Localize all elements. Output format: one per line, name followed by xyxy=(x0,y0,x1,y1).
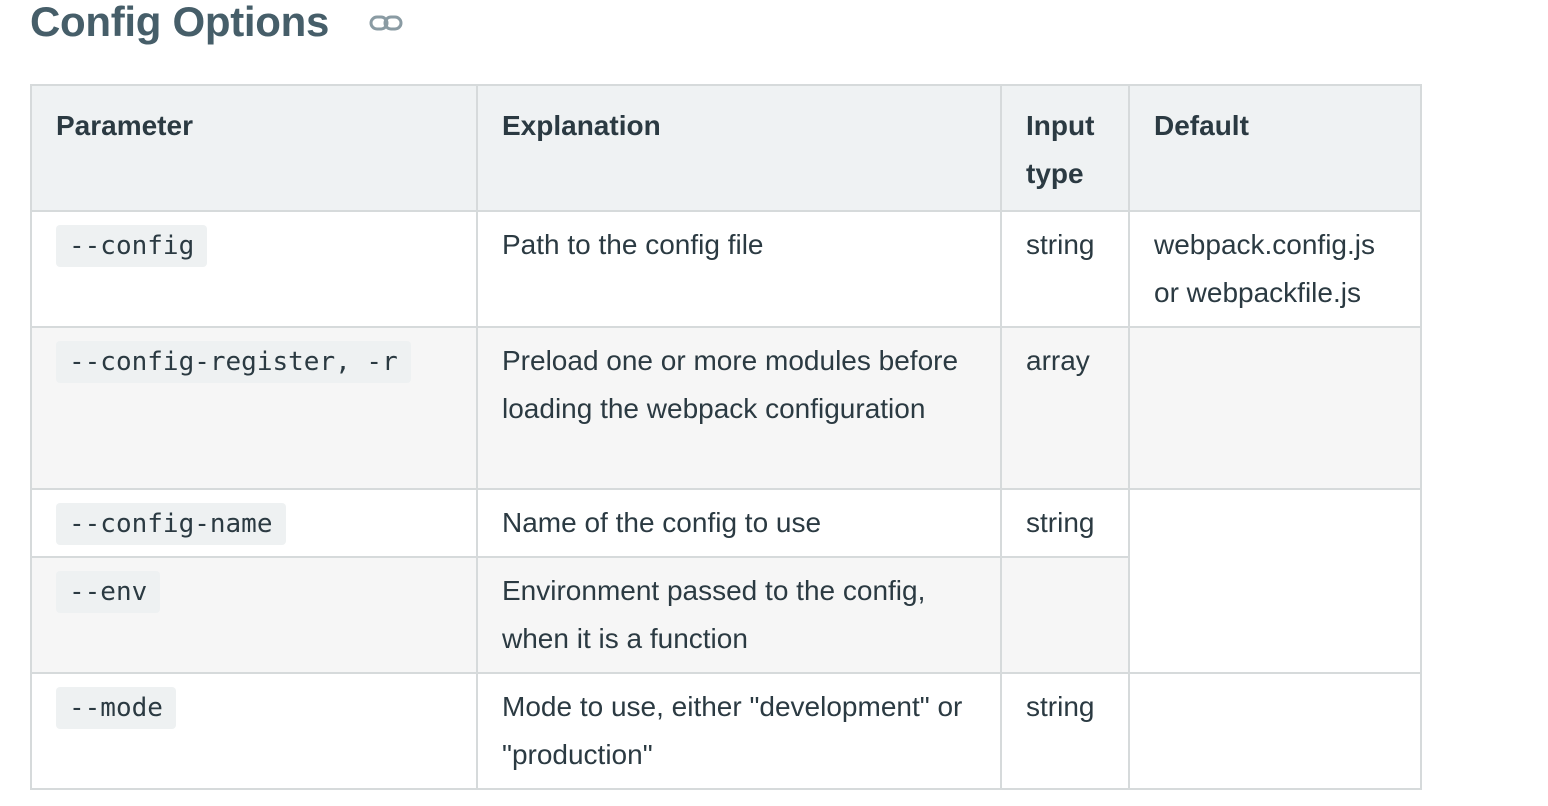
input-type-cell: string xyxy=(1000,488,1130,558)
table-row: --config-name Name of the config to use … xyxy=(30,488,1422,674)
explanation-cell: Name of the config to use xyxy=(476,488,1002,558)
header-explanation: Explanation xyxy=(476,84,1002,212)
config-options-table: Parameter Explanation Input type Default… xyxy=(30,84,1422,790)
header-default: Default xyxy=(1128,84,1422,212)
parameter-code: --env xyxy=(56,571,161,613)
explanation-cell: Environment passed to the config, when i… xyxy=(476,556,1002,674)
parameter-code: --config-register, -r xyxy=(56,341,411,383)
parameter-cell: --env xyxy=(30,556,478,674)
explanation-cell: Path to the config file xyxy=(476,210,1002,328)
default-cell: webpack.config.js or webpackfile.js xyxy=(1128,210,1422,328)
header-parameter: Parameter xyxy=(30,84,478,212)
default-cell xyxy=(1128,488,1422,674)
parameter-cell: --mode xyxy=(30,672,478,790)
table-row: --config-register, -r Preload one or mor… xyxy=(30,326,1422,490)
header-input-type: Input type xyxy=(1000,84,1130,212)
default-cell xyxy=(1128,326,1422,490)
input-type-cell: array xyxy=(1000,326,1130,490)
section-heading: Config Options xyxy=(30,0,403,50)
table-row: --mode Mode to use, either "development"… xyxy=(30,672,1422,790)
table-row: --env Environment passed to the config, … xyxy=(30,556,1421,674)
section-title: Config Options xyxy=(30,0,330,45)
parameter-cell: --config-register, -r xyxy=(30,326,478,490)
table-row: --config Path to the config file string … xyxy=(30,210,1422,328)
explanation-cell: Mode to use, either "development" or "pr… xyxy=(476,672,1002,790)
parameter-cell: --config-name xyxy=(30,488,478,558)
default-cell xyxy=(1128,672,1422,790)
link-icon[interactable] xyxy=(369,13,403,33)
parameter-code: --config xyxy=(56,225,208,267)
parameter-cell: --config xyxy=(30,210,478,328)
explanation-cell: Preload one or more modules before loadi… xyxy=(476,326,1002,490)
parameter-code: --mode xyxy=(56,687,176,729)
table-header-row: Parameter Explanation Input type Default xyxy=(30,84,1422,212)
input-type-cell: string xyxy=(1000,672,1130,790)
parameter-code: --config-name xyxy=(56,503,286,545)
input-type-cell: string xyxy=(1000,210,1130,328)
input-type-cell xyxy=(1000,556,1130,674)
